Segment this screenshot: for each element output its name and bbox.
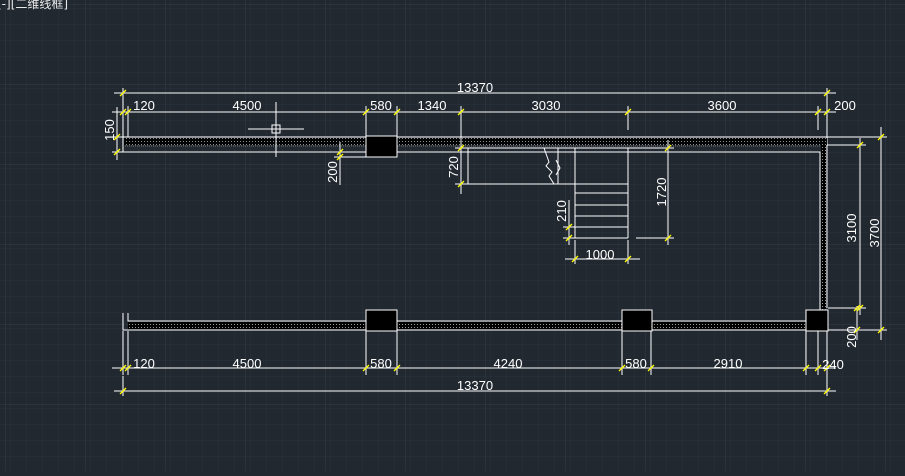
dimension-tick bbox=[664, 144, 672, 152]
dim-right-bottom[interactable]: 200 bbox=[844, 326, 859, 348]
dimension-tick bbox=[823, 364, 831, 372]
dimension-tick bbox=[877, 133, 885, 141]
dimension-tick bbox=[814, 108, 822, 116]
dimension-tick bbox=[624, 255, 632, 263]
wall-bottom-hatch bbox=[128, 322, 808, 329]
dimension-tick bbox=[618, 364, 626, 372]
wall-bottom bbox=[122, 313, 829, 331]
dimension-tick bbox=[823, 89, 831, 97]
dimension-tick bbox=[565, 223, 573, 231]
dimension-tick bbox=[113, 133, 121, 141]
dim-top-seg-2[interactable]: 4500 bbox=[233, 98, 262, 113]
dim-bottom-seg-2[interactable]: 4500 bbox=[233, 356, 262, 371]
dimension-tick bbox=[124, 108, 132, 116]
dim-column-offset[interactable]: 200 bbox=[325, 161, 340, 183]
dimension-tick bbox=[119, 364, 127, 372]
dimension-ticks bbox=[113, 89, 885, 395]
dim-top-seg-5[interactable]: 3030 bbox=[532, 98, 561, 113]
dim-left-top[interactable]: 150 bbox=[102, 119, 117, 141]
viewport-controls-label[interactable]: [-][二维线框] bbox=[0, 0, 69, 11]
dimension-lines bbox=[112, 88, 887, 396]
dimension-tick bbox=[565, 234, 573, 242]
dim-stair-step[interactable]: 210 bbox=[554, 200, 569, 222]
dim-right-outer[interactable]: 3700 bbox=[867, 219, 882, 248]
dimension-tick bbox=[119, 387, 127, 395]
dim-bottom-seg-1[interactable]: 120 bbox=[133, 356, 155, 371]
dimension-tick bbox=[664, 234, 672, 242]
dim-stair-landing[interactable]: 720 bbox=[446, 156, 461, 178]
column-bottom-2[interactable] bbox=[621, 309, 653, 332]
dimension-tick bbox=[647, 364, 655, 372]
dimension-tick bbox=[336, 153, 344, 161]
dim-right-inner[interactable]: 3100 bbox=[844, 214, 859, 243]
column-bottom-3[interactable] bbox=[805, 309, 829, 332]
crosshair-pickbox-icon bbox=[248, 102, 304, 157]
dimension-tick bbox=[856, 141, 864, 149]
column-top[interactable] bbox=[365, 135, 398, 158]
dim-stair-height[interactable]: 1720 bbox=[654, 178, 669, 207]
wall-right-hatch bbox=[821, 145, 826, 311]
dim-top-seg-6[interactable]: 3600 bbox=[708, 98, 737, 113]
dimension-tick bbox=[877, 326, 885, 334]
dimension-tick bbox=[393, 364, 401, 372]
dimension-tick bbox=[393, 108, 401, 116]
dim-bottom-seg-7[interactable]: 240 bbox=[822, 357, 844, 372]
wall-top-hatch bbox=[124, 138, 827, 145]
dim-top-seg-3[interactable]: 580 bbox=[370, 98, 392, 113]
dimension-tick bbox=[457, 180, 465, 188]
dim-top-seg-7[interactable]: 200 bbox=[834, 98, 856, 113]
dim-bottom-seg-5[interactable]: 580 bbox=[625, 356, 647, 371]
dimension-tick bbox=[823, 108, 831, 116]
dim-top-overall[interactable]: 13370 bbox=[457, 80, 493, 95]
dimension-tick bbox=[362, 108, 370, 116]
dimension-tick bbox=[113, 148, 121, 156]
dim-top-seg-1[interactable]: 120 bbox=[133, 98, 155, 113]
dimension-tick bbox=[119, 89, 127, 97]
dimension-tick bbox=[362, 364, 370, 372]
dimension-tick bbox=[336, 148, 344, 156]
dimension-tick bbox=[457, 108, 465, 116]
dimension-tick bbox=[457, 144, 465, 152]
dimension-tick bbox=[814, 364, 822, 372]
dimension-labels: 13370 120 4500 580 1340 3030 3600 200 15… bbox=[102, 80, 882, 393]
dimension-tick bbox=[853, 304, 861, 312]
dimension-tick bbox=[853, 326, 861, 334]
dim-stair-width[interactable]: 1000 bbox=[586, 247, 615, 262]
dimension-tick bbox=[823, 387, 831, 395]
dimension-tick bbox=[124, 364, 132, 372]
dim-top-seg-4[interactable]: 1340 bbox=[418, 98, 447, 113]
dimension-tick bbox=[802, 364, 810, 372]
dimension-tick bbox=[856, 304, 864, 312]
column-bottom-1[interactable] bbox=[365, 309, 398, 332]
dimension-tick bbox=[119, 108, 127, 116]
dimension-tick bbox=[624, 108, 632, 116]
dim-bottom-overall[interactable]: 13370 bbox=[457, 378, 493, 393]
dimension-tick bbox=[571, 255, 579, 263]
dim-bottom-seg-4[interactable]: 4240 bbox=[494, 356, 523, 371]
dim-bottom-seg-3[interactable]: 580 bbox=[370, 356, 392, 371]
stair[interactable] bbox=[467, 147, 629, 239]
dim-bottom-seg-6[interactable]: 2910 bbox=[714, 356, 743, 371]
